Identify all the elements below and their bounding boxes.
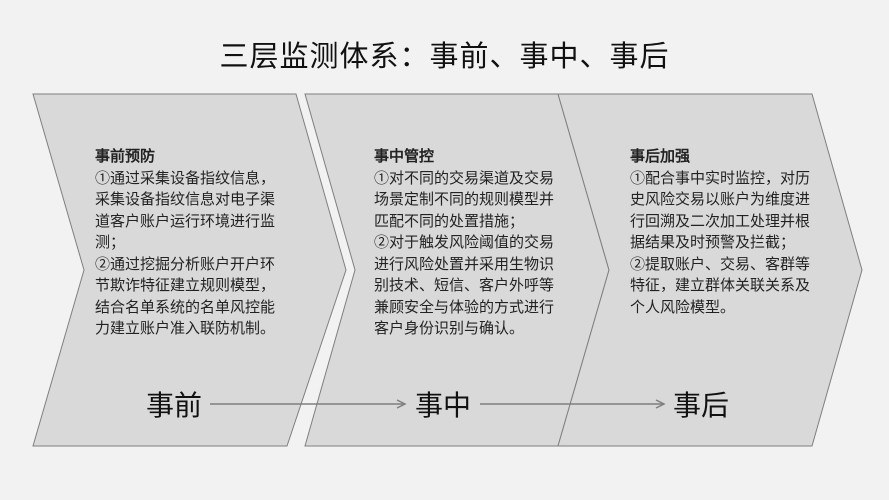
chevron-pre [32,93,347,447]
panel-heading: 事前预防 [95,147,156,165]
panel-item: ②对于触发风险阈值的交易进行风险处置并采用生物识别技术、短信、客户外呼等兼顾安全… [374,233,555,337]
panel-item: ①对不同的交易渠道及交易场景定制不同的规则模型并匹配不同的处置措施； [374,168,555,230]
panel-mid-text: 事中管控 ①对不同的交易渠道及交易场景定制不同的规则模型并匹配不同的处置措施； … [374,146,556,340]
arrow-pre-to-mid [210,399,407,409]
stage-label-pre: 事前 [146,389,203,422]
panel-heading: 事后加强 [630,147,691,165]
stage-label-post: 事后 [673,389,730,422]
page-title: 三层监测体系：事前、事中、事后 [219,39,670,73]
chevron-post [557,93,863,447]
panel-item: ①配合事中实时监控，对历史风险交易以账户为维度进行回溯及二次加工处理并根据结果及… [630,168,811,252]
panel-item: ①通过采集设备指纹信息，采集设备指纹信息对电子渠道客户账户运行环境进行监测； [95,168,276,252]
panel-item: ②提取账户、交易、客群等特征，建立群体关联关系及个人风险模型。 [630,254,811,316]
panel-item: ②通过挖掘分析账户开户环节欺诈特征建立规则模型，结合名单系统的名单风控能力建立账… [95,254,276,338]
panel-post-text: 事后加强 ①配合事中实时监控，对历史风险交易以账户为维度进行回溯及二次加工处理并… [630,146,812,318]
panel-heading: 事中管控 [374,147,435,165]
panel-pre-text: 事前预防 ①通过采集设备指纹信息，采集设备指纹信息对电子渠道客户账户运行环境进行… [95,146,277,340]
stage-label-mid: 事中 [415,389,472,422]
arrow-mid-to-post [480,399,666,409]
